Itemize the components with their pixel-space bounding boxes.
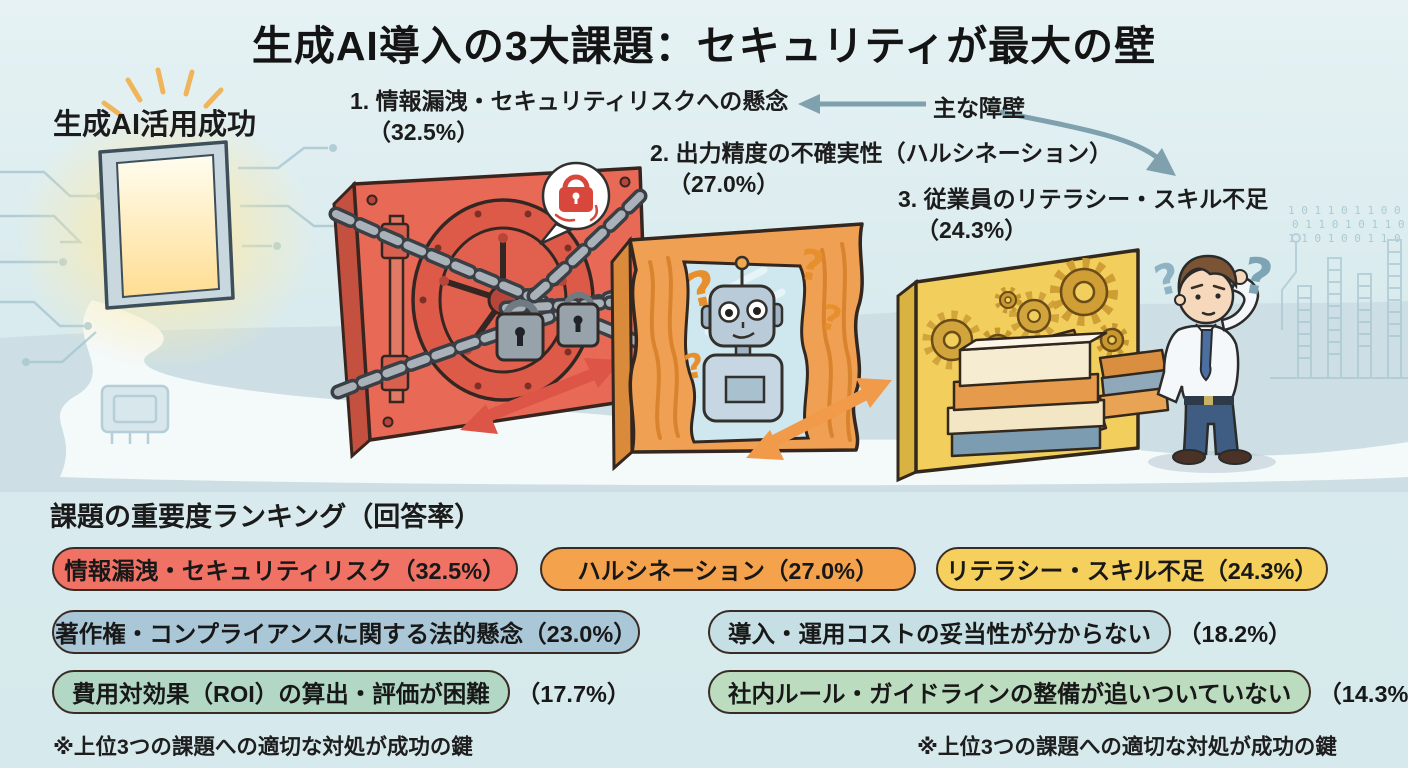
padlock-icon <box>495 299 545 362</box>
barrier-2-title: 2. 出力精度の不確実性（ハルシネーション） <box>650 140 1113 166</box>
barrier-3-title: 3. 従業員のリテラシー・スキル不足 <box>898 186 1269 212</box>
confused-businessman-illustration: ? ? <box>1148 246 1277 473</box>
svg-text:0 1 1 0 1 0 1 1 0 1: 0 1 1 0 1 0 1 1 0 1 <box>1292 218 1408 231</box>
digital-pattern-right: 1 0 1 1 0 1 1 0 0 1 1 0 1 1 0 1 0 1 1 0 … <box>1270 204 1408 379</box>
barrier-3-pct: （24.3%） <box>916 217 1028 243</box>
goal-label: 生成AI活用成功 <box>53 109 257 141</box>
ranking-pill-literacy: リテラシー・スキル不足（24.3%） <box>936 547 1328 591</box>
pill-pct: （18.2%） <box>1178 621 1292 647</box>
ranking-pill-legal: 著作権・コンプライアンスに関する法的懸念（23.0%） <box>52 610 640 654</box>
illustration-scene: 1 0 1 1 0 1 1 0 0 1 1 0 1 1 0 1 0 1 1 0 … <box>0 23 1408 492</box>
ranking-heading: 課題の重要度ランキング（回答率） <box>50 502 482 532</box>
ranking-pill-rules: 社内ルール・ガイドラインの整備が追いついていない （14.3%） <box>708 670 1408 714</box>
barrier-1-label: 1. 情報漏洩・セキュリティリスクへの懸念 （32.5%） <box>350 86 788 148</box>
orange-double-arrow <box>746 378 892 460</box>
barrier-3-label: 3. 従業員のリテラシー・スキル不足 （24.3%） <box>898 184 1268 246</box>
skills-wall-illustration <box>896 248 1170 483</box>
pill-label: 費用対効果（ROI）の算出・評価が困難 <box>52 670 510 714</box>
pill-label: 社内ルール・ガイドラインの整備が追いついていない <box>708 670 1312 714</box>
pill-pct: （17.7%） <box>516 681 631 707</box>
barrier-2-pct: （27.0%） <box>668 171 780 197</box>
pill-pct: （32.5%） <box>391 558 506 584</box>
red-double-arrow <box>460 358 622 434</box>
svg-text:1 1 0 1 0 0 1 1 0 1: 1 1 0 1 0 0 1 1 0 1 <box>1288 232 1408 245</box>
page-title: 生成AI導入の3大課題：セキュリティが最大の壁 <box>251 23 1157 69</box>
main-barriers-label: 主な障壁 <box>933 95 1025 121</box>
pill-pct: （24.3%） <box>1204 558 1318 584</box>
pill-label: 情報漏洩・セキュリティリスク <box>64 558 392 584</box>
ranking-pill-hallucination: ハルシネーション（27.0%） <box>540 547 916 591</box>
pill-label: リテラシー・スキル不足 <box>946 558 1205 584</box>
success-door-illustration <box>16 67 316 370</box>
svg-text:?: ? <box>1238 246 1277 308</box>
padlock-icon <box>556 292 600 348</box>
hallucination-wall-illustration: ? ? ? ? <box>610 222 864 472</box>
pill-pct: （14.3%） <box>1318 681 1408 707</box>
pointer-arrows <box>798 94 1176 176</box>
pill-label: 著作権・コンプライアンスに関する法的懸念 <box>55 621 524 647</box>
pill-label: ハルシネーション <box>577 558 765 584</box>
ranking-pill-security: 情報漏洩・セキュリティリスク（32.5%） <box>52 547 518 591</box>
pill-pct: （23.0%） <box>523 621 637 647</box>
pill-label: 導入・運用コストの妥当性が分からない <box>708 610 1171 654</box>
walkway-path <box>59 300 1408 486</box>
footnote-right: ※上位3つの課題への適切な対処が成功の鍵 <box>917 735 1337 759</box>
svg-text:1 0 1 1 0 1 1 0 0 1 1: 1 0 1 1 0 1 1 0 0 1 1 <box>1288 204 1408 217</box>
books-illustration <box>946 328 1170 458</box>
sun-rays-icon <box>101 67 224 119</box>
footnote-left: ※上位3つの課題への適切な対処が成功の鍵 <box>53 735 473 759</box>
barrier-2-label: 2. 出力精度の不確実性（ハルシネーション） （27.0%） <box>650 138 1112 200</box>
pill-pct: （27.0%） <box>764 558 879 584</box>
barrier-1-pct: （32.5%） <box>368 119 480 145</box>
svg-text:?: ? <box>1149 253 1185 306</box>
speech-bubble-lock-icon <box>539 161 611 246</box>
scene-art: 1 0 1 1 0 1 1 0 0 1 1 0 1 1 0 1 0 1 1 0 … <box>0 67 1408 492</box>
ranking-pill-cost: 導入・運用コストの妥当性が分からない （18.2%） <box>708 610 1292 654</box>
robot-icon <box>700 255 784 423</box>
ranking-pill-roi: 費用対効果（ROI）の算出・評価が困難 （17.7%） <box>52 670 630 714</box>
barrier-1-title: 1. 情報漏洩・セキュリティリスクへの懸念 <box>350 88 789 114</box>
